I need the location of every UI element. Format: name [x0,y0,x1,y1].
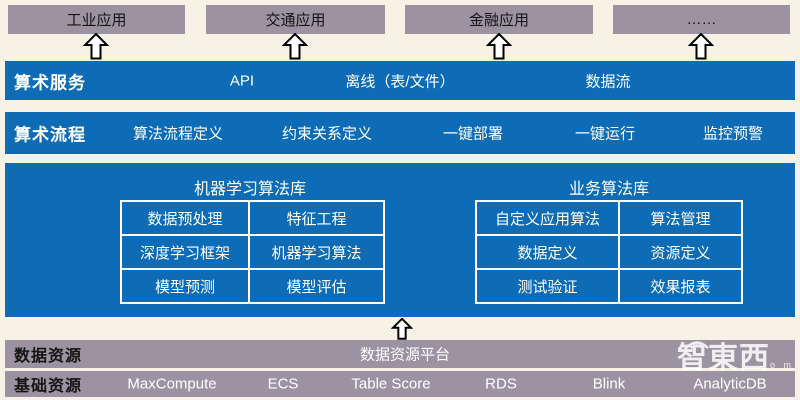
service-item-api: API [229,72,255,89]
ml-lib-cell: 模型评估 [250,270,383,302]
up-arrow-icon [688,33,714,60]
data-platform-label: 数据资源平台 [359,346,451,364]
data-resource-band: 数据资源 数据资源平台 [5,340,795,368]
biz-lib-cell: 数据定义 [477,236,618,268]
zhidx-watermark: 智東西o m [677,333,794,384]
service-band-title: 算术服务 [14,73,86,92]
app-box-more: …… [613,5,790,34]
biz-lib-cell: 测试验证 [477,270,618,302]
ml-lib-cell: 深度学习框架 [122,236,248,268]
infra-item-blink: Blink [592,375,626,393]
up-arrow-icon [282,33,308,60]
ml-lib-cell: 数据预处理 [122,202,248,234]
service-band: 算术服务 API 离线（表/文件） 数据流 [5,61,795,100]
biz-library-table: 自定义应用算法 算法管理 数据定义 资源定义 测试验证 效果报表 [475,200,743,304]
ml-library-title: 机器学习算法库 [193,181,307,198]
up-arrow-icon [390,318,414,340]
wifi-arcs-icon [685,341,709,349]
up-arrow-icon [486,33,512,60]
flow-band: 算术流程 算法流程定义 约束关系定义 一键部署 一键运行 监控预警 [5,112,795,154]
flow-item-one-click-deploy: 一键部署 [442,125,504,143]
infra-resource-label: 基础资源 [14,378,83,395]
flow-item-constraint-define: 约束关系定义 [281,125,373,143]
service-item-stream: 数据流 [585,73,631,90]
app-box-industry: 工业应用 [8,5,185,34]
biz-library-title: 业务算法库 [568,181,650,198]
biz-lib-cell: 资源定义 [620,236,741,268]
infra-item-tablescore: Table Score [351,375,431,393]
flow-item-pipeline-define: 算法流程定义 [132,125,224,143]
ml-lib-cell: 机器学习算法 [250,236,383,268]
infra-item-rds: RDS [485,375,517,393]
biz-lib-cell: 自定义应用算法 [477,202,618,234]
infra-resource-band: 基础资源 MaxCompute ECS Table Score RDS Blin… [5,371,795,397]
biz-lib-cell: 算法管理 [620,202,741,234]
watermark-suffix: o m [769,360,794,370]
data-resource-label: 数据资源 [14,348,83,365]
infra-item-maxcompute: MaxCompute [127,375,217,393]
up-arrow-icon [83,33,109,60]
app-box-transport: 交通应用 [206,5,385,34]
infra-item-analyticdb: AnalyticDB [693,375,767,393]
ml-lib-cell: 特征工程 [250,202,383,234]
ml-lib-cell: 模型预测 [122,270,248,302]
algorithm-libraries-block: 机器学习算法库 数据预处理 特征工程 深度学习框架 机器学习算法 模型预测 模型… [5,163,795,317]
app-box-finance: 金融应用 [405,5,593,34]
ml-library-table: 数据预处理 特征工程 深度学习框架 机器学习算法 模型预测 模型评估 [120,200,385,304]
flow-item-monitor-alert: 监控预警 [702,125,764,143]
service-item-offline: 离线（表/文件） [345,73,455,90]
biz-lib-cell: 效果报表 [620,270,741,302]
infra-item-ecs: ECS [267,375,299,393]
flow-band-title: 算术流程 [14,125,86,145]
flow-item-one-click-run: 一键运行 [574,125,636,143]
